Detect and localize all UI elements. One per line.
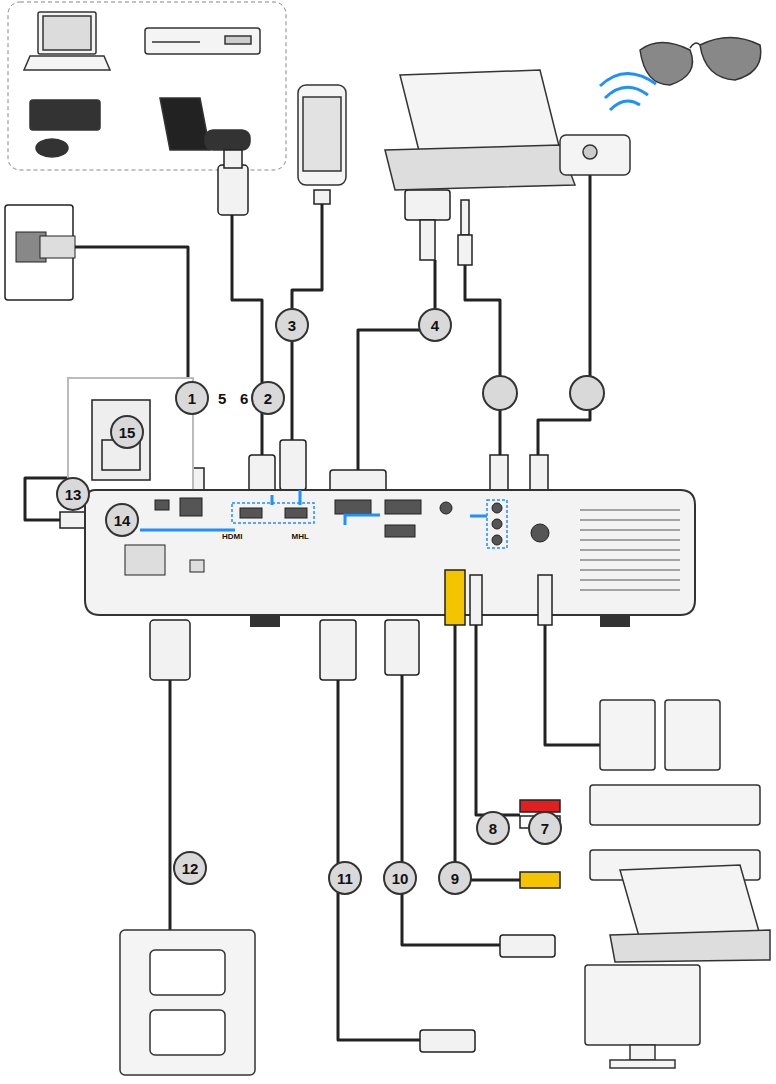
- callout-number: 1: [176, 382, 208, 414]
- projector-feet: [250, 615, 630, 627]
- circle-shape: [252, 382, 284, 414]
- circle-shape: [111, 416, 143, 448]
- callout-number: 14: [106, 504, 138, 536]
- callout-circle: 3: [276, 309, 308, 341]
- top-devices: [298, 38, 761, 191]
- callout-number: 9: [439, 862, 471, 894]
- projector-body: [85, 490, 695, 615]
- callout-number: 10: [384, 862, 416, 894]
- source-devices: [24, 12, 260, 157]
- dongle: [92, 400, 150, 480]
- circle-shape: [529, 812, 561, 844]
- callout-circle: 8: [477, 812, 509, 844]
- callout-circle: 4: [419, 309, 451, 341]
- callout-number: 15: [111, 416, 143, 448]
- circle-shape: [329, 862, 361, 894]
- callout-number: 13: [57, 478, 89, 510]
- port-label: 5: [218, 390, 226, 407]
- callout-number: 11: [329, 862, 361, 894]
- vent-grille: [580, 510, 680, 590]
- empty-callout: [570, 376, 604, 410]
- callout-circle: 10: [384, 862, 416, 894]
- callout-circle: 15: [111, 416, 143, 448]
- circle-shape: [57, 478, 89, 510]
- callout-circle: 11: [329, 862, 361, 894]
- destination-devices: [120, 700, 770, 1075]
- circle-shape: [176, 382, 208, 414]
- empty-callout: [483, 376, 517, 410]
- callout-circle: 2: [252, 382, 284, 414]
- callout-number: 7: [529, 812, 561, 844]
- callout-number: 3: [276, 309, 308, 341]
- port-groups: [232, 500, 507, 548]
- port-label: MHL: [292, 532, 309, 541]
- port-label: HDMI: [222, 532, 242, 541]
- circle-shape: [477, 812, 509, 844]
- callout-circle: 13: [57, 478, 89, 510]
- callout-number: 2: [252, 382, 284, 414]
- callout-number: 8: [477, 812, 509, 844]
- circle-shape: [276, 309, 308, 341]
- lower-plugs: [150, 570, 560, 1052]
- callout-circle: 9: [439, 862, 471, 894]
- circle-shape: [419, 309, 451, 341]
- circle-shape: [384, 862, 416, 894]
- callout-circle: 12: [174, 852, 206, 884]
- port-label: 6: [240, 390, 248, 407]
- callout-circle: 7: [529, 812, 561, 844]
- callout-number: 4: [419, 309, 451, 341]
- wireless-waves: [600, 73, 656, 110]
- device-group: [8, 2, 286, 170]
- circle-shape: [174, 852, 206, 884]
- rj45-plug: [40, 236, 75, 258]
- circle-shape: [439, 862, 471, 894]
- plugs: [60, 150, 548, 528]
- callout-circle: 1: [176, 382, 208, 414]
- callout-number: 12: [174, 852, 206, 884]
- ports: [125, 498, 549, 575]
- port-arrows: [140, 490, 487, 530]
- callout-circle: 14: [106, 504, 138, 536]
- circle-shape: [106, 504, 138, 536]
